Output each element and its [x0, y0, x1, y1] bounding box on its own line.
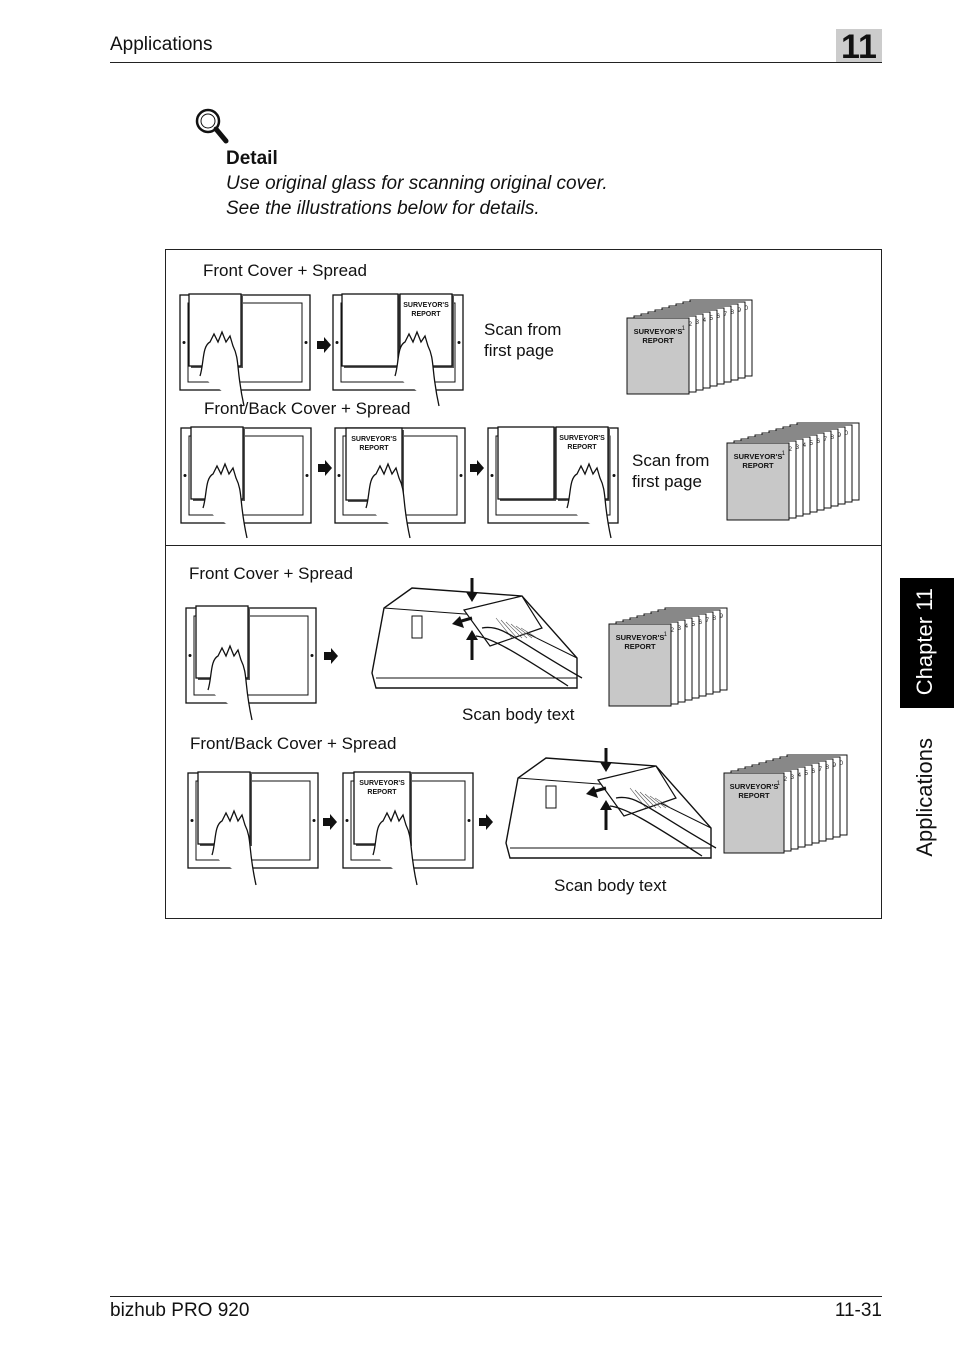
page-number: 4	[798, 773, 802, 779]
doc-title-line2: REPORT	[738, 791, 770, 800]
doc-title-line2: REPORT	[359, 445, 389, 452]
flow-arrow-icon	[470, 460, 484, 476]
page-number: 7	[824, 437, 828, 443]
glass-row1-result-1: Scan from	[484, 320, 562, 339]
page-number: 1	[777, 781, 781, 787]
flow-arrow-icon	[324, 648, 338, 664]
page-number: 2	[689, 322, 693, 328]
doc-title-line2: REPORT	[642, 336, 674, 345]
doc-title-line2: REPORT	[367, 789, 397, 796]
doc-title-line2: REPORT	[624, 642, 656, 651]
page-number: 1	[664, 632, 668, 638]
glass-row2-result-2: first page	[632, 472, 702, 491]
hand-illustration	[566, 462, 612, 539]
flow-arrow-icon	[317, 337, 331, 353]
page-number: 5	[810, 441, 814, 447]
doc-title-line1: SURVEYOR'S	[734, 452, 783, 461]
page-number: 2	[671, 628, 675, 634]
page-number: 8	[826, 765, 830, 771]
page-number: 3	[796, 445, 800, 451]
detail-heading: Detail	[226, 148, 278, 169]
glass-row1-label: Front Cover + Spread	[203, 261, 367, 280]
page-number: 5	[805, 771, 809, 777]
page-number: 9	[738, 308, 742, 314]
page-number: 4	[703, 318, 707, 324]
page-number: 1	[682, 326, 686, 332]
doc-title-line2: REPORT	[411, 311, 441, 318]
glass-row1-result-2: first page	[484, 341, 554, 360]
book-spread-left	[341, 293, 400, 368]
page-number: 6	[699, 620, 703, 626]
magnifier-icon	[195, 108, 229, 144]
page-number: 7	[819, 767, 823, 773]
hand-illustration	[372, 809, 418, 886]
page-number: 9	[720, 614, 724, 620]
adf-row2-label: Front/Back Cover + Spread	[190, 734, 397, 753]
side-tab-chapter	[900, 578, 954, 708]
page-number: 6	[812, 769, 816, 775]
hand-illustration	[199, 330, 245, 407]
detail-line-1: Use original glass for scanning original…	[226, 173, 608, 194]
page-number: 3	[678, 626, 682, 632]
page-number: 1	[782, 451, 786, 457]
chapter-number-badge: 11	[836, 29, 882, 65]
adf-row1-result: Scan body text	[462, 705, 575, 724]
hand-illustration	[394, 330, 440, 407]
adf-row1-label: Front Cover + Spread	[189, 564, 353, 583]
doc-title-line1: SURVEYOR'S	[403, 302, 449, 309]
footer-product: bizhub PRO 920	[110, 1300, 250, 1321]
doc-title-line1: SURVEYOR'S	[616, 633, 665, 642]
doc-title-line2: REPORT	[567, 444, 597, 451]
illustration-divider	[165, 545, 882, 546]
doc-title-line1: SURVEYOR'S	[359, 780, 405, 787]
page-number: 8	[713, 616, 717, 622]
adf-row2-result: Scan body text	[554, 876, 667, 895]
page-number: 4	[685, 624, 689, 630]
footer-rule	[110, 1296, 882, 1297]
document-feeder	[505, 748, 717, 859]
detail-line-2: See the illustrations below for details.	[226, 198, 540, 219]
illustration-frame	[165, 249, 882, 919]
page-number: 7	[724, 312, 728, 318]
page-number: 3	[791, 775, 795, 781]
hand-illustration	[365, 462, 411, 539]
page-number: 6	[717, 314, 721, 320]
page-number: 9	[833, 763, 837, 769]
doc-title-line1: SURVEYOR'S	[634, 327, 683, 336]
doc-title-line1: SURVEYOR'S	[559, 435, 605, 442]
page-number: 8	[831, 435, 835, 441]
page-number: 9	[838, 433, 842, 439]
flow-arrow-icon	[318, 460, 332, 476]
header-rule	[110, 62, 882, 63]
flow-arrow-icon	[479, 814, 493, 830]
page-number: 8	[731, 310, 735, 316]
doc-title-line1: SURVEYOR'S	[730, 782, 779, 791]
glass-row2-label: Front/Back Cover + Spread	[204, 399, 411, 418]
glass-row2-result-1: Scan from	[632, 451, 710, 470]
page-number: 7	[706, 618, 710, 624]
page-number: 6	[817, 439, 821, 445]
book-spread-left	[497, 426, 556, 501]
footer-page-number: 11-31	[834, 1300, 882, 1321]
page-number: 5	[710, 316, 714, 322]
doc-title-line1: SURVEYOR'S	[351, 436, 397, 443]
page-number: 3	[696, 320, 700, 326]
page-number: 2	[789, 447, 793, 453]
hand-illustration	[211, 809, 257, 886]
running-header: Applications	[110, 34, 213, 55]
page-number: 5	[692, 622, 696, 628]
document-feeder	[371, 578, 583, 689]
flow-arrow-icon	[323, 814, 337, 830]
hand-illustration	[202, 462, 248, 539]
page-number: 2	[784, 777, 788, 783]
doc-title-line2: REPORT	[742, 461, 774, 470]
page-number: 4	[803, 443, 807, 449]
hand-illustration	[207, 644, 253, 721]
